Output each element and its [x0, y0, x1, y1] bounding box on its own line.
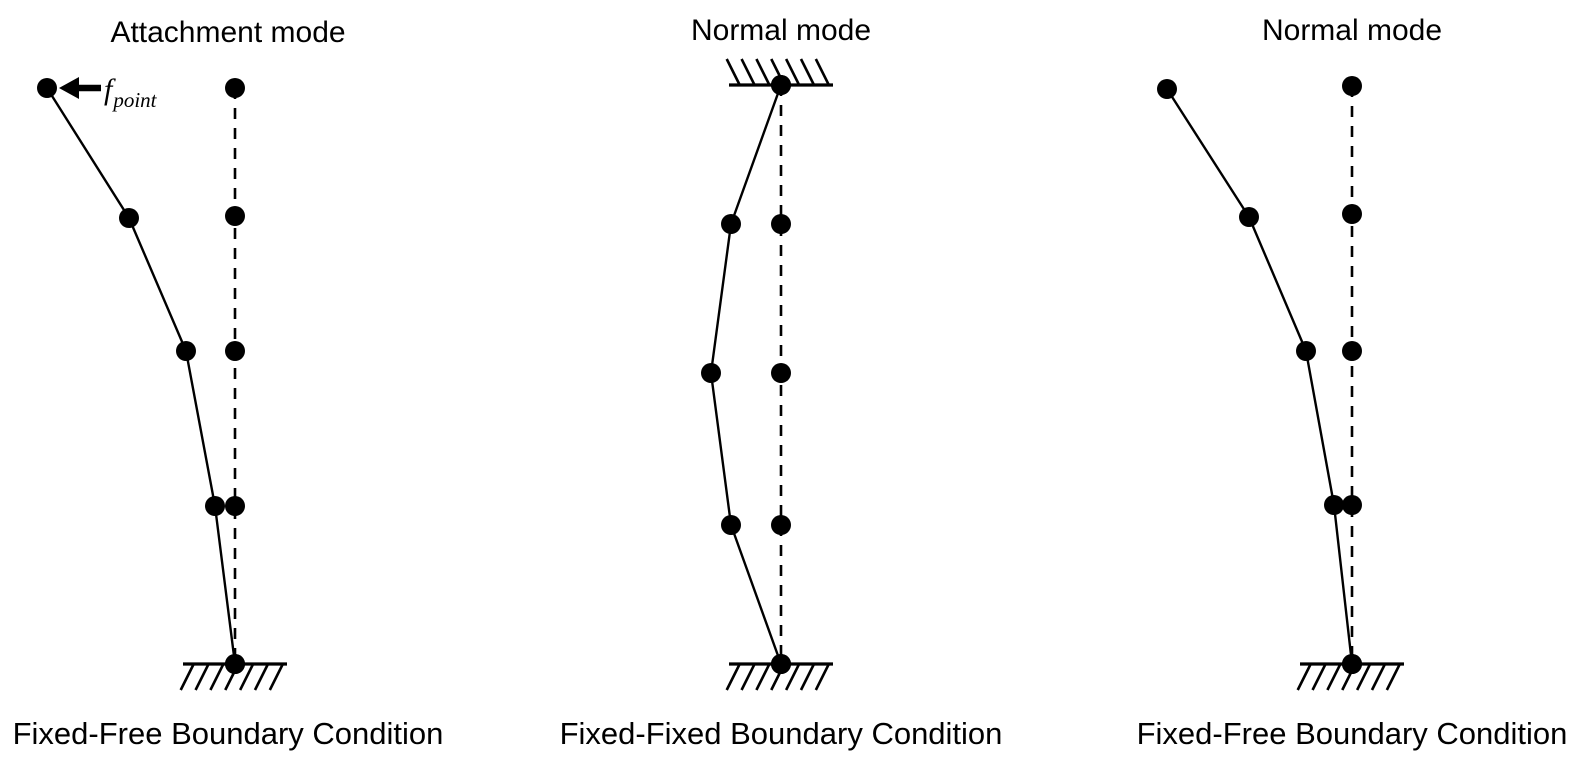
support-hatch — [799, 58, 816, 86]
support-hatch — [1296, 663, 1312, 691]
support-hatch — [784, 58, 801, 86]
support-hatch — [209, 663, 225, 691]
support-hatch — [194, 663, 210, 691]
support-hatch — [238, 663, 255, 691]
support-hatch — [1311, 663, 1327, 691]
mode-node-dot — [721, 214, 741, 234]
reference-node-dot — [771, 363, 791, 383]
reference-node-dot — [771, 214, 791, 234]
reference-node-dot — [1342, 495, 1362, 515]
mode-node-dot — [1157, 79, 1177, 99]
panel-title: Attachment mode — [110, 16, 345, 49]
support-hatch — [755, 58, 771, 86]
mode-node-dot — [225, 654, 245, 674]
mode-node-dot — [205, 496, 225, 516]
reference-node-dot — [1342, 204, 1362, 224]
support-hatch — [253, 663, 270, 691]
mode-node-dot — [1342, 654, 1362, 674]
mode-node-dot — [37, 78, 57, 98]
mode-node-dot — [176, 341, 196, 361]
support-hatch — [1355, 663, 1372, 691]
panel-caption: Fixed-Free Boundary Condition — [1137, 716, 1568, 751]
reference-node-dot — [225, 341, 245, 361]
support-hatch — [740, 663, 756, 691]
reference-node-dot — [1342, 341, 1362, 361]
reference-node-dot — [225, 78, 245, 98]
reference-node-dot — [225, 206, 245, 226]
reference-node-dot — [1342, 76, 1362, 96]
panel-title: Normal mode — [691, 14, 871, 47]
mode-shape-line — [709, 83, 783, 666]
support-hatch — [725, 663, 741, 691]
mode-node-dot — [701, 363, 721, 383]
reference-node-dot — [771, 515, 791, 535]
support-hatch — [814, 663, 831, 691]
mode-shape-line — [1165, 87, 1354, 666]
mode-node-dot — [1324, 495, 1344, 515]
mode-node-dot — [1296, 341, 1316, 361]
panel-caption: Fixed-Free Boundary Condition — [13, 716, 444, 751]
reference-node-dot — [225, 496, 245, 516]
support-hatch — [799, 663, 816, 691]
mode-shape-line — [45, 86, 237, 666]
mode-node-dot — [771, 75, 791, 95]
support-hatch — [1326, 663, 1342, 691]
mode-node-dot — [1239, 207, 1259, 227]
support-hatch — [814, 58, 831, 86]
support-hatch — [784, 663, 801, 691]
force-label-subscript: point — [111, 88, 157, 112]
panel-title: Normal mode — [1262, 14, 1442, 47]
mode-node-dot — [119, 208, 139, 228]
support-top — [725, 58, 833, 87]
force-arrow-head — [59, 77, 79, 99]
support-hatch — [755, 663, 771, 691]
support-hatch — [1370, 663, 1387, 691]
mode-node-dot — [771, 654, 791, 674]
support-bottom — [725, 662, 833, 691]
support-hatch — [268, 663, 285, 691]
mode-node-dot — [721, 515, 741, 535]
point-force-annotation: fpoint — [59, 73, 158, 112]
support-hatch — [179, 663, 195, 691]
force-label: fpoint — [104, 73, 158, 112]
panel-caption: Fixed-Fixed Boundary Condition — [560, 716, 1003, 751]
support-hatch — [740, 58, 756, 86]
support-hatch — [1385, 663, 1402, 691]
support-hatch — [725, 58, 741, 86]
